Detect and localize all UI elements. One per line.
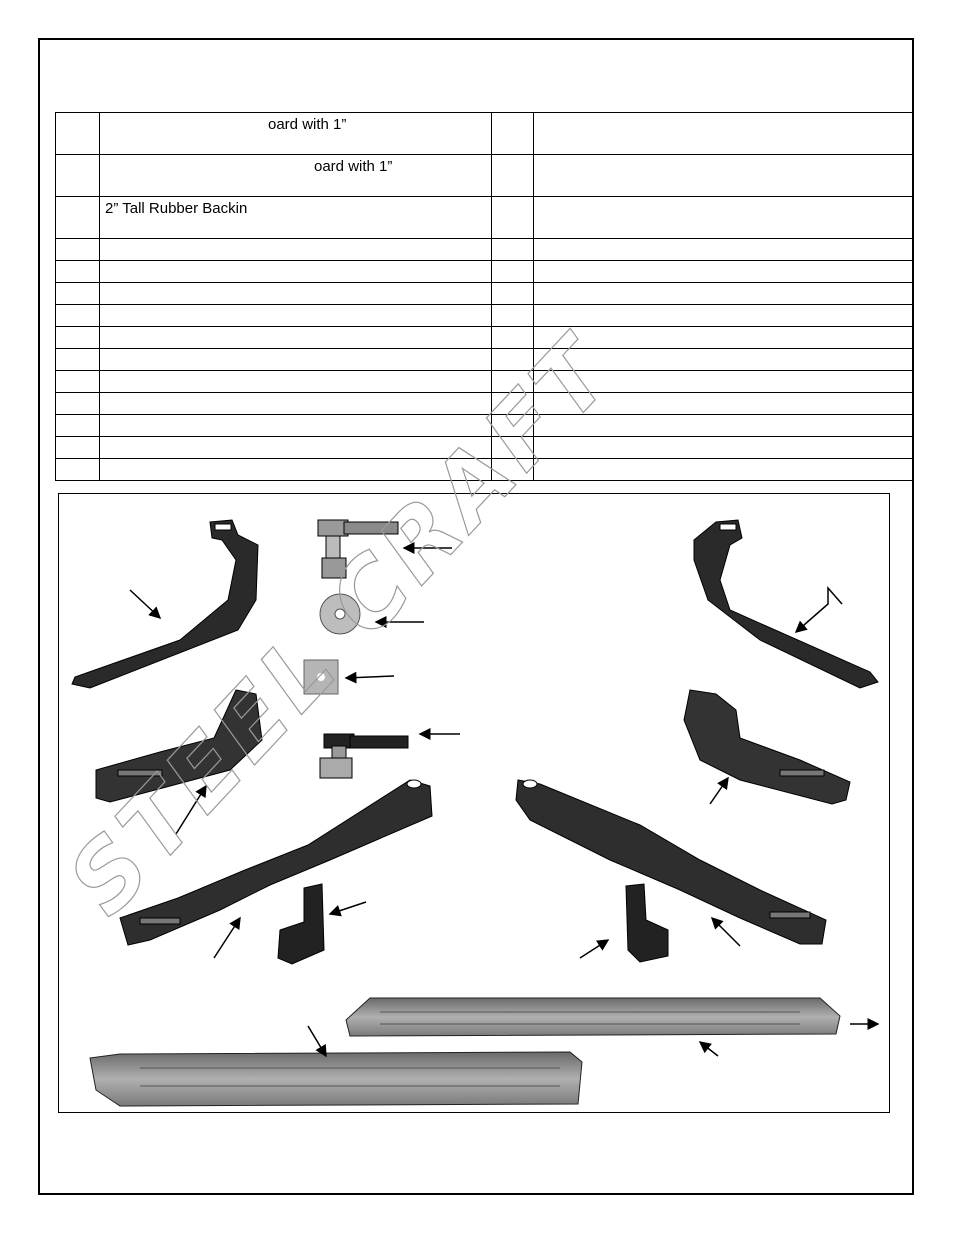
part-number	[491, 154, 534, 197]
table-row	[55, 370, 914, 393]
callout-arrow	[307, 1025, 327, 1058]
callout-arrow	[579, 939, 610, 959]
part-description	[533, 112, 914, 155]
part-description: oard with 1”	[99, 154, 492, 197]
parts-table: oard with 1” oard with 1” 2” Tall Rubber…	[55, 112, 914, 481]
rear-bracket-right	[515, 779, 827, 945]
part-description: 2” Tall Rubber Backin	[99, 196, 492, 239]
page-border	[38, 38, 914, 1195]
flat-washer	[319, 593, 361, 635]
callout-arrow	[213, 916, 241, 959]
callout-arrow	[328, 901, 367, 917]
angle-bracket-right	[625, 883, 669, 963]
table-row: oard with 1”	[55, 154, 914, 197]
bolt-with-tab-bottom	[319, 733, 409, 779]
callout-arrow	[709, 776, 729, 805]
angle-bracket-left	[277, 883, 325, 965]
table-row	[55, 260, 914, 283]
front-bracket-left	[71, 519, 259, 689]
callout-arrow	[794, 586, 843, 633]
middle-bracket-left	[95, 689, 263, 803]
rear-bracket-left	[119, 779, 433, 946]
table-row	[55, 326, 914, 349]
parts-illustration-frame	[58, 493, 890, 1113]
bolt-with-tab-top	[317, 519, 399, 579]
table-row	[55, 458, 914, 481]
part-description	[533, 196, 914, 239]
callout-arrow	[129, 589, 162, 620]
callout-arrow	[710, 916, 741, 947]
running-board-rear	[345, 997, 841, 1037]
part-description	[533, 154, 914, 197]
part-description	[533, 458, 914, 481]
callout-arrow	[175, 784, 207, 835]
front-bracket-right	[693, 519, 879, 689]
square-plate-washer	[303, 659, 339, 695]
running-board-front	[89, 1051, 583, 1107]
callout-arrow	[698, 1041, 719, 1057]
table-row	[55, 436, 914, 459]
table-row	[55, 392, 914, 415]
table-row: 2” Tall Rubber Backin	[55, 196, 914, 239]
callout-arrow	[344, 671, 395, 684]
middle-bracket-right	[683, 689, 851, 805]
part-description: oard with 1”	[99, 112, 492, 155]
